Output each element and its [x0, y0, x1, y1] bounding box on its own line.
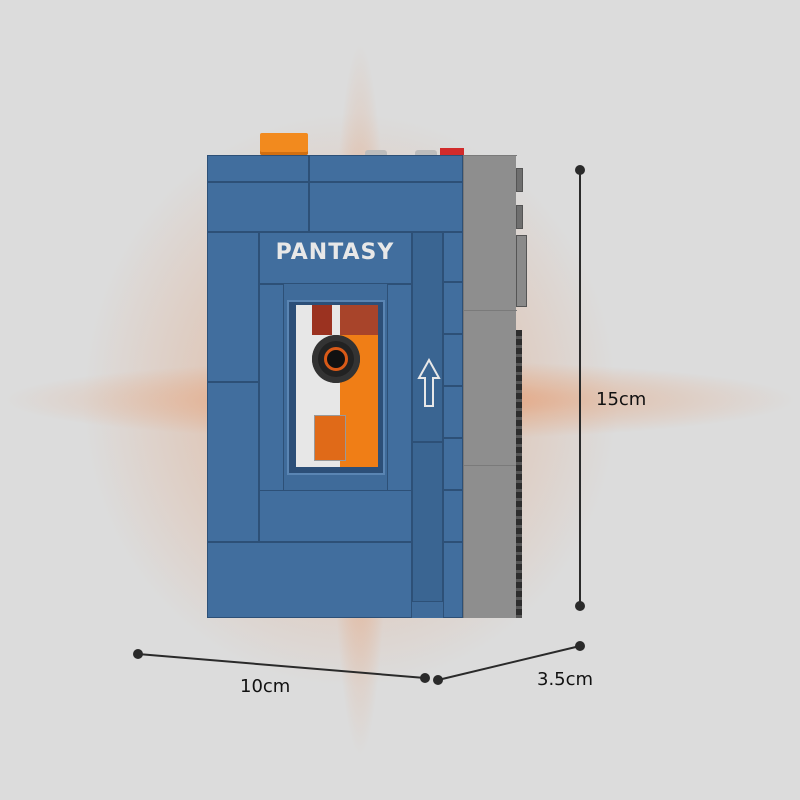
brick [443, 386, 463, 438]
side-knob [516, 205, 523, 229]
brick [309, 155, 463, 182]
brick [443, 232, 463, 282]
brick [443, 438, 463, 490]
brick [207, 382, 259, 542]
brick [443, 282, 463, 334]
reel-hub [324, 347, 348, 371]
brick [387, 284, 412, 494]
brick [207, 182, 309, 232]
brick [443, 490, 463, 542]
up-arrow-icon [417, 358, 441, 407]
brick [259, 232, 412, 284]
brand-label: PANTASY [275, 240, 395, 265]
tape-counter [314, 415, 346, 461]
height-label: 15cm [596, 389, 647, 410]
play-button [260, 133, 308, 155]
brick [309, 182, 463, 232]
side-segment [464, 465, 517, 618]
brick [259, 490, 412, 542]
brick [207, 155, 309, 182]
width-label: 10cm [240, 676, 291, 697]
record-button [440, 148, 464, 156]
brick [412, 442, 443, 602]
side-slider [516, 235, 527, 307]
brick [443, 542, 463, 618]
brick [207, 232, 259, 382]
side-segment [464, 155, 517, 310]
tape-reel [312, 335, 360, 383]
side-segment [464, 310, 517, 465]
headphone-jack [365, 150, 387, 156]
side-grille [516, 330, 522, 618]
depth-label: 3.5cm [537, 669, 594, 690]
cassette-tape [296, 305, 378, 467]
tape-label-strip-2 [340, 305, 378, 335]
brick [443, 334, 463, 386]
device-side-panel [463, 155, 517, 618]
brick [207, 542, 412, 618]
tape-label-strip [312, 305, 332, 335]
headphone-jack-2 [415, 150, 437, 156]
side-knob [516, 168, 523, 192]
brick [259, 284, 284, 494]
